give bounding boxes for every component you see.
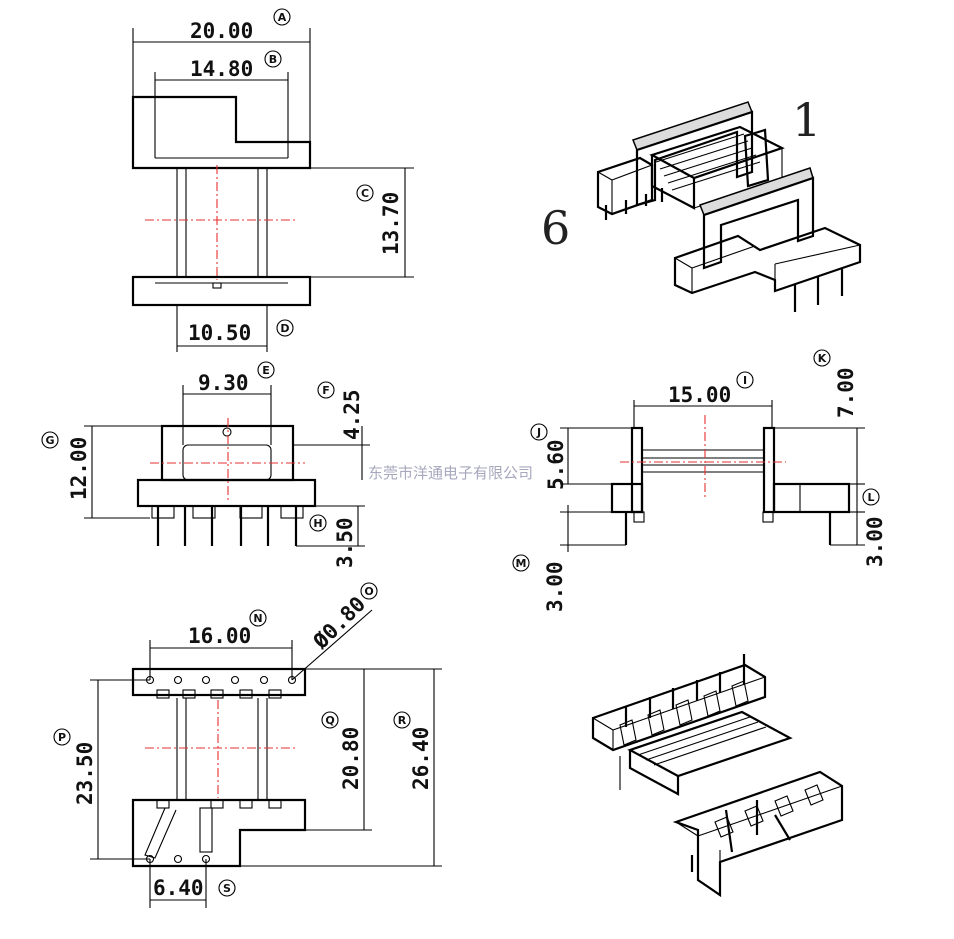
front-view	[84, 385, 370, 547]
pin-label-1: 1	[792, 93, 821, 147]
dim-o-value: Ø0.80	[308, 592, 370, 654]
marker-l: L	[867, 491, 874, 504]
marker-g: G	[45, 434, 54, 447]
dim-m-value: 3.00	[543, 561, 567, 612]
pin-label-6: 6	[541, 201, 570, 255]
marker-f: F	[322, 384, 330, 397]
marker-k-circle	[813, 349, 831, 367]
marker-h-circle	[309, 514, 327, 532]
watermark: 东莞市洋通电子有限公司	[368, 464, 533, 482]
marker-p-circle	[53, 728, 71, 746]
dim-j-value: 5.60	[544, 439, 568, 490]
marker-c: C	[361, 187, 369, 200]
dim-s-value: 6.40	[153, 876, 204, 900]
marker-b-circle	[264, 50, 282, 68]
marker-h: H	[313, 517, 322, 530]
marker-c-circle	[356, 184, 374, 202]
dim-r-value: 26.40	[409, 727, 433, 790]
marker-o: O	[364, 585, 373, 598]
marker-r-circle	[393, 711, 411, 729]
dim-q-value: 20.80	[339, 727, 363, 790]
isometric-view-top	[596, 101, 862, 312]
marker-r: R	[398, 714, 407, 727]
marker-j: J	[536, 426, 541, 439]
marker-q: Q	[325, 714, 334, 727]
dim-d-value: 10.50	[188, 321, 251, 345]
marker-i-circle	[736, 371, 754, 389]
marker-a: A	[278, 11, 287, 24]
marker-s-circle	[218, 879, 236, 897]
marker-a-circle	[273, 8, 291, 26]
dim-p-value: 23.50	[73, 742, 97, 805]
dim-a-value: 20.00	[190, 19, 253, 43]
marker-e-circle	[257, 361, 275, 379]
marker-n-circle	[249, 609, 267, 627]
dim-n-value: 16.00	[188, 624, 251, 648]
dim-f-value: 4.25	[340, 389, 364, 440]
dim-i-value: 15.00	[668, 383, 731, 407]
marker-o-circle	[360, 582, 378, 600]
marker-q-circle	[321, 711, 339, 729]
marker-d-circle	[276, 319, 294, 337]
marker-e: E	[262, 364, 270, 377]
marker-m: M	[516, 557, 527, 570]
dim-l-value: 3.00	[863, 516, 887, 567]
isometric-view-bottom	[591, 654, 844, 898]
marker-g-circle	[41, 431, 59, 449]
marker-b: B	[269, 53, 277, 66]
marker-i: I	[743, 374, 747, 387]
bottom-view	[90, 609, 442, 908]
marker-m-circle	[512, 554, 530, 572]
dim-c-value: 13.70	[379, 192, 403, 255]
marker-k: K	[818, 352, 827, 365]
marker-f-circle	[317, 381, 335, 399]
top-view	[131, 28, 414, 352]
dim-g-value: 12.00	[67, 437, 91, 500]
dim-k-value: 7.00	[834, 367, 858, 418]
marker-n: N	[253, 612, 262, 625]
side-view	[560, 400, 865, 552]
dim-b-value: 14.80	[190, 57, 253, 81]
marker-j-circle	[530, 423, 548, 441]
marker-d: D	[280, 322, 289, 335]
dim-h-value: 3.50	[333, 517, 357, 568]
dim-e-value: 9.30	[198, 371, 249, 395]
marker-l-circle	[862, 488, 880, 506]
marker-s: S	[223, 882, 231, 895]
marker-p: P	[58, 731, 66, 744]
